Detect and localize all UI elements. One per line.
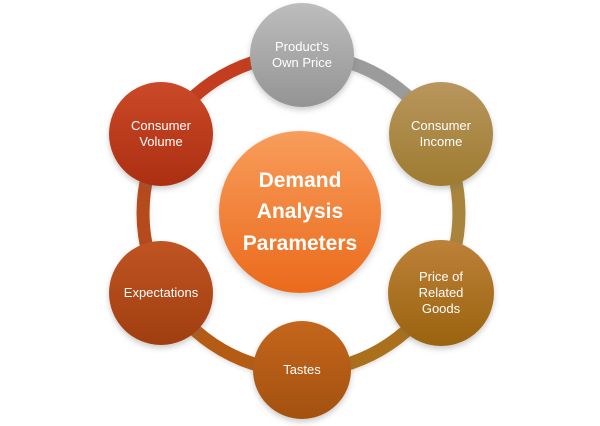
center-node-label: Demand Analysis Parameters [242,168,358,255]
node-products-own-price: Product’s Own Price [250,3,354,107]
node-tastes: Tastes [253,321,351,419]
node-consumer-volume: Consumer Volume [109,82,213,186]
node-label: Tastes [283,361,321,377]
node-label: Expectations [123,284,199,300]
center-node-demand-analysis-parameters: Demand Analysis Parameters [219,131,381,293]
node-label: Consumer Volume [131,117,191,149]
node-label: Consumer Income [411,117,471,149]
node-label: Product’s Own Price [272,38,332,70]
node-consumer-income: Consumer Income [389,82,493,186]
node-label: Price of Related Goods [418,268,464,317]
node-expectations: Expectations [109,241,213,345]
node-price-of-related-goods: Price of Related Goods [388,240,494,346]
